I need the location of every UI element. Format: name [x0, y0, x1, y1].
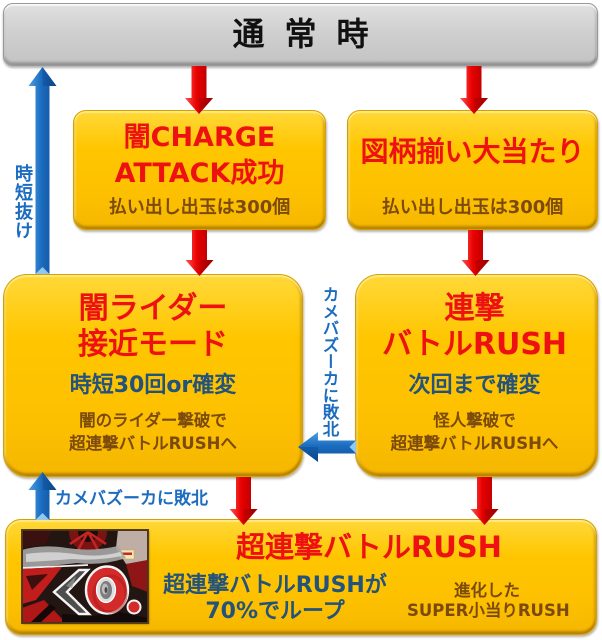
ko-letter-k-grunge: [66, 576, 80, 608]
node-title-line: 闇ライダー: [78, 291, 228, 326]
arrow-normal-to-zugara-jackpot: [460, 66, 488, 114]
node-super-rengeki-battle-rush: 超連撃バトルRUSH 超連撃バトルRUSHが 70%でループ 進化した SUPE…: [5, 519, 597, 635]
ko-image: [22, 530, 148, 623]
node-note: 払い出し出玉は300個: [381, 197, 564, 218]
node-desc-line: 超連撃バトルRUSHへ: [69, 434, 237, 453]
arrow-shape: [28, 472, 57, 520]
edge-label-jitan-exit: 時短抜け: [12, 164, 33, 240]
node-title-line: 連撃: [444, 291, 505, 326]
arrow-zugara-to-rengeki-battle-rush: [461, 230, 490, 276]
node-normal-state-label: 通常時: [232, 15, 389, 53]
arrow-shape: [229, 477, 258, 525]
arrow-dark-rider-to-super-rush: [229, 477, 258, 525]
node-charge-attack: 闇CHARGE ATTACK成功 払い出し出玉は300個: [73, 110, 326, 230]
node-title-line: 闇CHARGE: [123, 122, 276, 153]
ko-sign-mark: [122, 552, 132, 555]
ko-black-streak-bottom: [30, 604, 56, 623]
node-title: 図柄揃い大当たり: [360, 135, 585, 168]
arrow-shape: [460, 66, 488, 114]
node-note: 払い出し出玉は300個: [108, 197, 291, 218]
node-dark-rider-mode: 闇ライダー 接近モード 時短30回or確変 闇のライダー撃破で 超連撃バトルRU…: [3, 274, 303, 477]
ko-letter-o-shade: [92, 574, 128, 614]
arrow-shape: [185, 230, 214, 276]
ko-emblem-spokes: [69, 530, 107, 551]
arrow-shape: [461, 230, 490, 276]
node-title-line: バトルRUSH: [381, 327, 568, 362]
node-rengeki-battle-rush: 連撃 バトルRUSH 次回まで確変 怪人撃破で 超連撃バトルRUSHへ: [355, 274, 598, 477]
ko-red-shard-right: [126, 560, 148, 592]
node-desc-line: 超連撃バトルRUSHへ: [390, 434, 559, 453]
node-desc-line: 闇のライダー撃破で: [79, 411, 227, 430]
node-zugara-jackpot: 図柄揃い大当たり 払い出し出玉は300個: [347, 110, 598, 230]
arrow-super-rush-to-dark-rider: [28, 472, 57, 520]
ko-letter-k: [52, 568, 92, 616]
ko-white-line: [22, 564, 89, 569]
node-title-line: 接近モード: [78, 327, 228, 362]
ko-top-left-shade: [22, 530, 52, 548]
node-desc-line: 怪人撃破で: [433, 411, 516, 430]
node-desc-line: SUPER小当りRUSH: [407, 600, 570, 620]
node-title-line: ATTACK成功: [114, 158, 285, 189]
arrow-normal-to-charge-attack: [185, 66, 213, 114]
ko-black-streak: [26, 574, 48, 590]
node-title: 超連撃バトルRUSH: [236, 529, 502, 564]
ko-smoke-highlight: [26, 552, 122, 562]
ko-cylinder-core: [104, 587, 108, 593]
edge-label-lost-to-kamebazooka: カメバズーカに敗北: [320, 286, 339, 438]
node-subtitle: 時短30回or確変: [69, 373, 237, 398]
ko-bottom-shade: [62, 612, 148, 623]
arrow-charge-attack-to-dark-rider-mode: [185, 230, 214, 276]
node-subtitle-line: 超連撃バトルRUSHが: [163, 573, 387, 598]
arrow-shape: [185, 66, 213, 114]
arrow-head-shade: [42, 67, 57, 86]
ko-frame: [22, 530, 148, 623]
arrow-shape: [470, 477, 499, 525]
node-subtitle-line: 70%でループ: [205, 599, 345, 624]
arrow-tail-notch: [35, 267, 50, 274]
node-normal-state: 通常時: [3, 3, 598, 66]
node-subtitle: 次回まで確変: [408, 373, 541, 398]
ko-period: [126, 599, 142, 615]
edge-label-lost-to-kamebazooka-bottom: カメバズーカに敗北: [55, 489, 208, 509]
node-desc-line: 進化した: [454, 580, 520, 600]
arrow-rengeki-to-super-rush: [470, 477, 499, 525]
